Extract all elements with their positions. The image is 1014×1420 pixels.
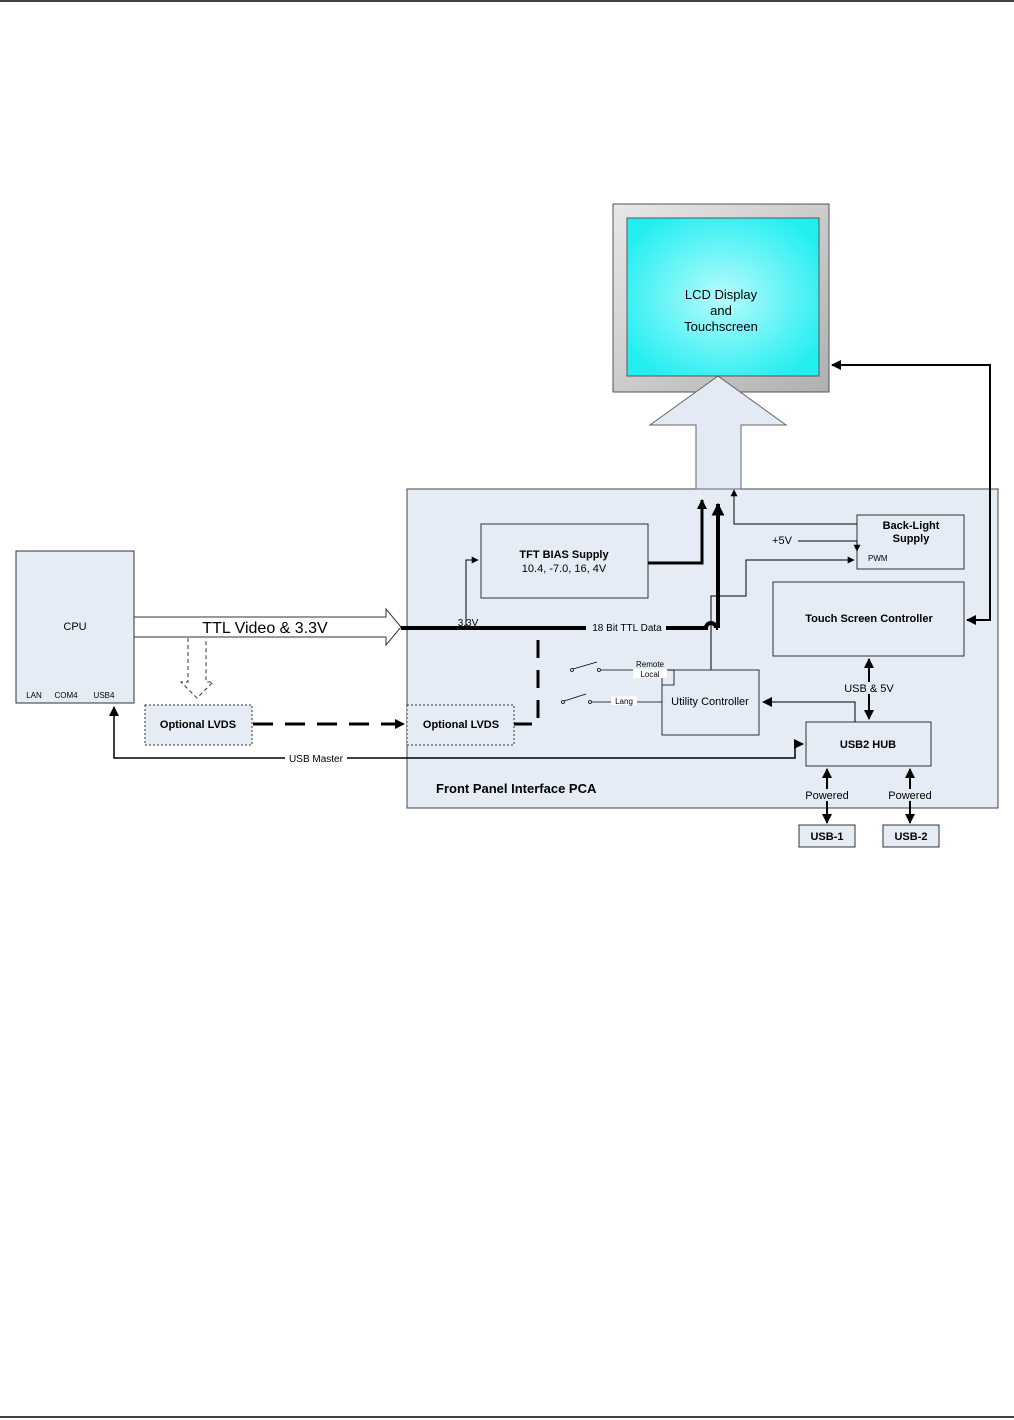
cpu-port-lan: LAN bbox=[26, 691, 42, 700]
cpu-block: CPU LAN COM4 USB4 bbox=[15, 550, 135, 704]
hub-to-utility-line bbox=[762, 697, 856, 722]
remote-local-switch: Remote Local bbox=[570, 660, 675, 686]
usb-master-label: USB Master bbox=[289, 754, 344, 765]
touch-to-lcd-line bbox=[831, 360, 991, 625]
cpu-port-com4: COM4 bbox=[54, 691, 78, 700]
touch-controller-label: Touch Screen Controller bbox=[805, 613, 933, 625]
plus5v-label: +5V bbox=[772, 535, 793, 547]
tft-bias-box bbox=[480, 523, 649, 599]
usb-hub-box bbox=[805, 721, 932, 767]
remote-label: Remote bbox=[636, 660, 665, 669]
tft-bias-values: 10.4, -7.0, 16, 4V bbox=[522, 563, 607, 575]
usb-hub-label: USB2 HUB bbox=[840, 739, 896, 751]
front-panel-label: Front Panel Interface PCA bbox=[436, 781, 597, 796]
optional-lvds-right-label: Optional LVDS bbox=[423, 719, 499, 731]
utility-controller-label: Utility Controller bbox=[671, 696, 749, 708]
lcd-input-arrow bbox=[648, 375, 788, 490]
v33-label: 3.3V bbox=[458, 618, 479, 629]
usb5v-label: USB & 5V bbox=[844, 683, 894, 695]
backlight-pwm-label: PWM bbox=[868, 554, 888, 563]
tft-bias-title: TFT BIAS Supply bbox=[519, 549, 609, 561]
lcd-screen bbox=[626, 217, 820, 377]
backlight-out-line bbox=[730, 489, 857, 525]
pwm-line bbox=[710, 556, 855, 670]
lvds-dashed-arrow bbox=[179, 638, 215, 699]
usb2-label: USB-2 bbox=[894, 831, 927, 843]
lang-label: Lang bbox=[615, 697, 633, 706]
lcd-label-line1: LCD Display bbox=[685, 287, 758, 302]
lcd-label-line2: and bbox=[710, 303, 732, 318]
backlight-label-line1: Back-Light bbox=[883, 520, 940, 532]
ttl-video-arrow bbox=[133, 607, 402, 647]
usb1-label: USB-1 bbox=[810, 831, 843, 843]
powered-left-label: Powered bbox=[805, 790, 848, 802]
tft-bias-out-line bbox=[648, 499, 707, 565]
backlight-label-line2: Supply bbox=[893, 533, 931, 545]
usb2-box bbox=[882, 824, 940, 848]
local-label: Local bbox=[640, 670, 659, 679]
optional-lvds-left-label: Optional LVDS bbox=[160, 719, 236, 731]
v33-line bbox=[465, 556, 479, 628]
usb-master-line bbox=[109, 706, 804, 759]
cpu-box bbox=[15, 550, 135, 704]
ttl-video-label: TTL Video & 3.3V bbox=[202, 620, 328, 637]
lcd-display-unit: LCD Display and Touchscreen bbox=[612, 203, 830, 393]
usb1-box bbox=[798, 824, 856, 848]
lang-switch: Lang bbox=[561, 693, 662, 706]
powered-right-label: Powered bbox=[888, 790, 931, 802]
ttl-data-label: 18 Bit TTL Data bbox=[592, 623, 662, 634]
cpu-label: CPU bbox=[63, 621, 86, 633]
lcd-label-line3: Touchscreen bbox=[684, 319, 758, 334]
cpu-port-usb4: USB4 bbox=[94, 691, 115, 700]
